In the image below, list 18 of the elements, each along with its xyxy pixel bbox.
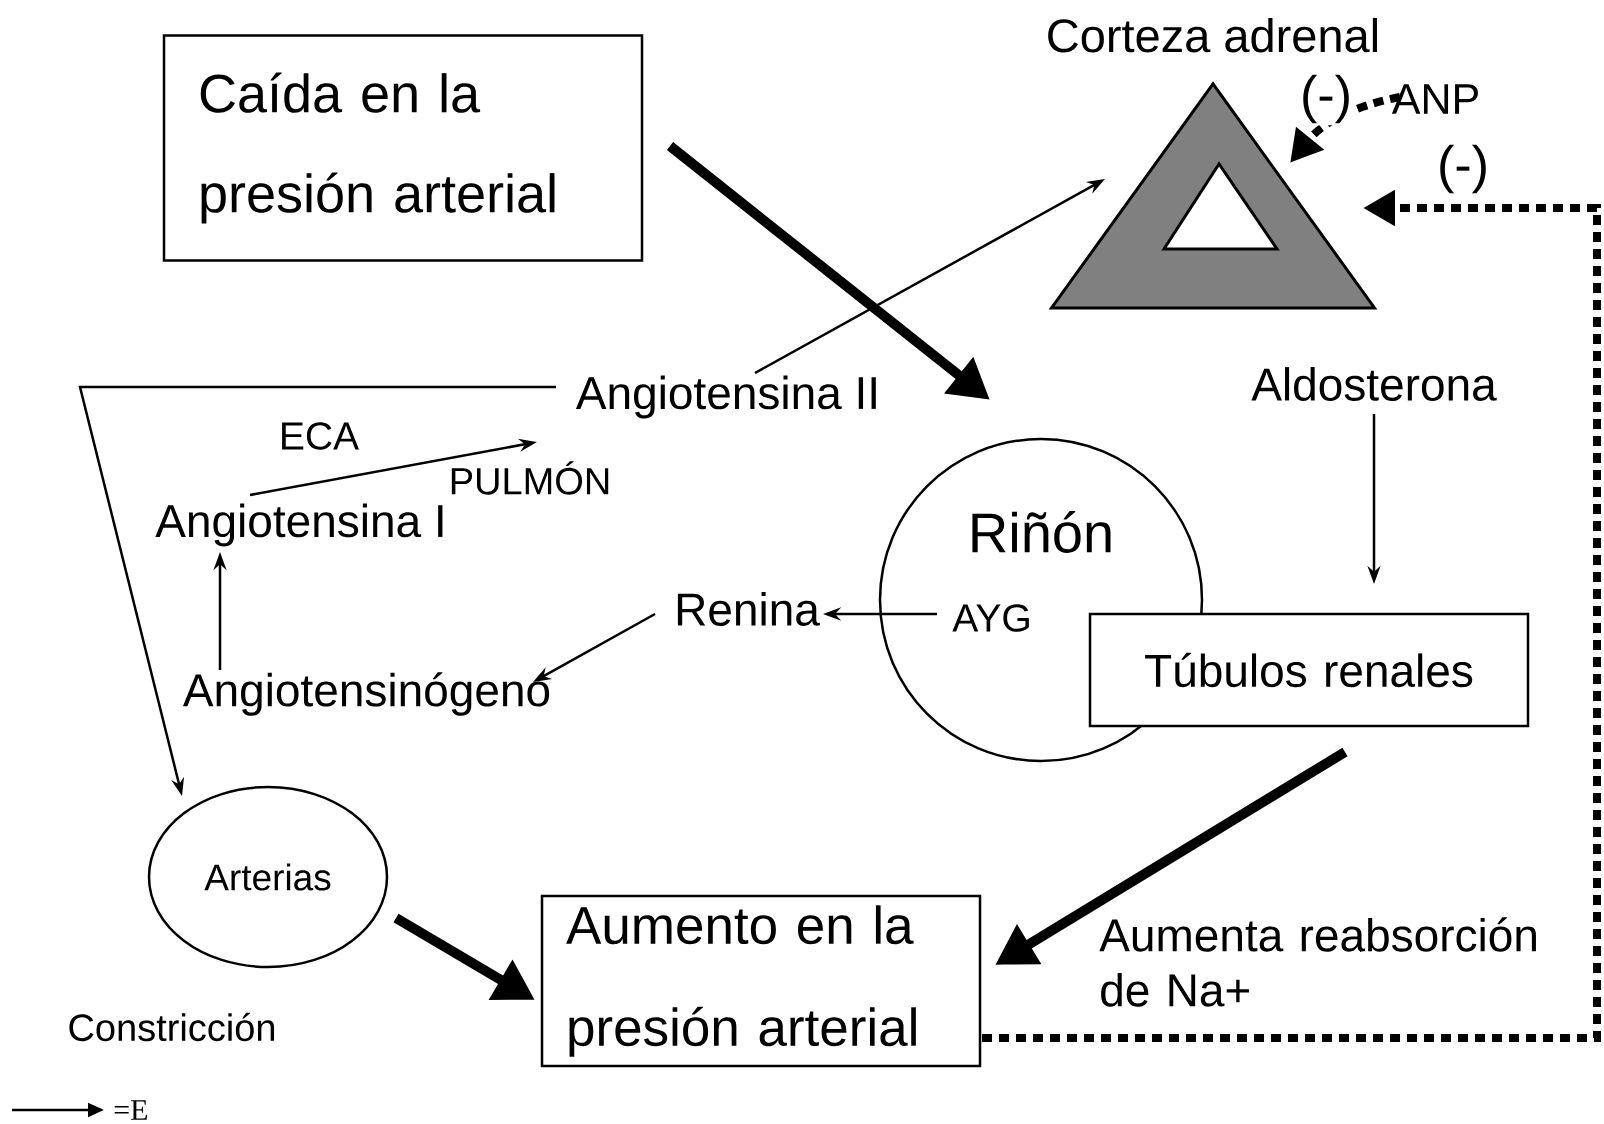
node-text: AYG	[952, 604, 1029, 632]
edge-label: ECA	[276, 420, 362, 452]
label-text: PULMÓN	[451, 461, 609, 495]
node-text: Renina	[677, 592, 820, 626]
edge-label: (-)	[1298, 72, 1354, 126]
edge-label: (-)	[1435, 142, 1491, 196]
node-label: Corteza adrenal	[1048, 17, 1377, 53]
label-text: Constricción	[69, 1012, 275, 1042]
node-text: ANP	[1391, 84, 1478, 114]
node-text: Aldosterona	[1251, 367, 1497, 401]
text-box: Aumento en la presión arterial	[540, 894, 982, 1068]
node-text: Angiotensinógeno	[182, 672, 550, 716]
edge-label: Aumenta reabsorción de Na+	[1097, 915, 1562, 1009]
node-text: Angiotensina I	[155, 503, 443, 547]
legend-text: =E	[114, 1100, 147, 1120]
text-box: Túbulos renales	[1088, 612, 1530, 728]
text-box: Caída en la presión arterial	[162, 34, 644, 262]
node-text: Angiotensina II	[575, 375, 876, 419]
